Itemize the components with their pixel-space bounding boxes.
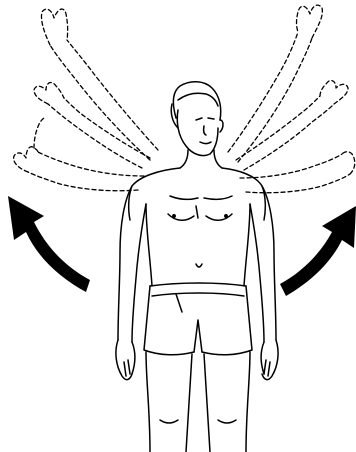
- ghost-right-arm-diagonal: [236, 81, 348, 170]
- legs: [146, 352, 250, 452]
- curved-arrow-up-right-icon: [280, 206, 356, 296]
- torso: [129, 168, 266, 286]
- neck: [180, 150, 222, 168]
- shorts: [144, 283, 252, 355]
- head: [171, 82, 223, 156]
- ghost-right-arm-high: [228, 5, 322, 162]
- standing-figure: [116, 82, 278, 452]
- ghost-left-arm-diagonal: [34, 83, 150, 168]
- ghost-left-arm-high: [41, 9, 158, 160]
- left-arm: [116, 186, 146, 380]
- curved-arrow-up-left-icon: [8, 196, 90, 292]
- ghost-right-arm-horizontal: [240, 152, 355, 193]
